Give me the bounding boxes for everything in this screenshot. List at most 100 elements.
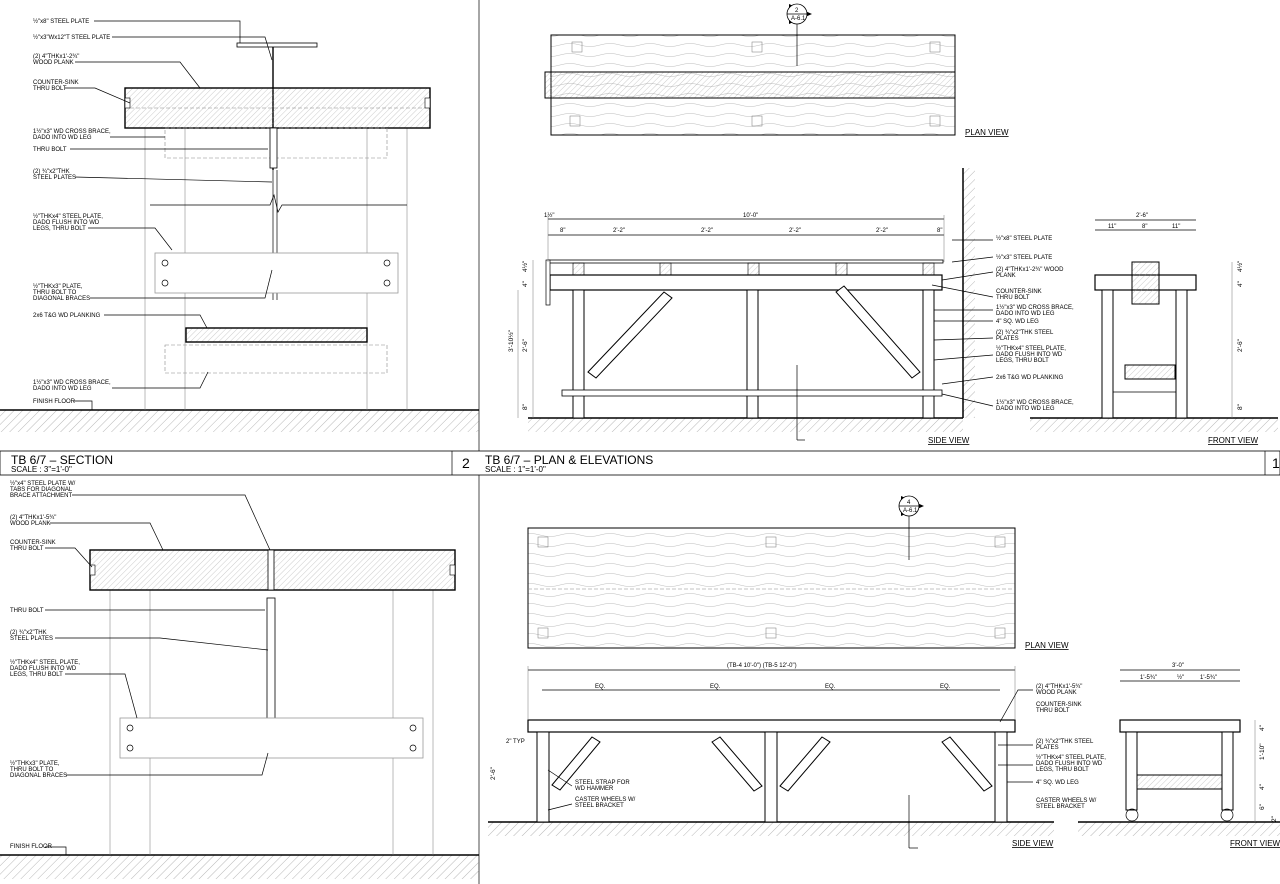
lower-front-view — [1078, 669, 1280, 836]
svg-text:1½"x3" WD CROSS BRACE,: 1½"x3" WD CROSS BRACE, — [33, 379, 111, 386]
svg-text:A-6.1: A-6.1 — [791, 16, 806, 22]
lower-right-notes: (2) 4"THKx1'-5¾" WOOD PLANK COUNTER-SINK… — [998, 684, 1106, 810]
lower-overall-dim: (TB-4 10'-0") (TB-5 12'-0") — [727, 663, 797, 669]
svg-text:(2) ¾"x2"THK: (2) ¾"x2"THK — [33, 169, 70, 175]
plan-elevations-scale: SCALE : 1"=1'-0" — [485, 465, 546, 474]
upper-overall-dim: 10'-0" — [743, 213, 758, 219]
section-sheet-number: 2 — [462, 455, 470, 471]
svg-text:½"x8" STEEL PLATE: ½"x8" STEEL PLATE — [996, 235, 1052, 242]
lower-side-label: SIDE VIEW — [1012, 839, 1054, 848]
svg-text:DADO FLUSH INTO WD: DADO FLUSH INTO WD — [996, 352, 1063, 358]
section-bottom-notes: ½"x4" STEEL PLATE W/ TABS FOR DIAGONAL B… — [10, 480, 271, 855]
svg-text:THRU BOLT: THRU BOLT — [10, 546, 44, 552]
svg-text:½"THKx3" PLATE,: ½"THKx3" PLATE, — [33, 283, 83, 290]
svg-text:4": 4" — [1237, 280, 1244, 287]
svg-text:DADO FLUSH INTO WD: DADO FLUSH INTO WD — [1036, 761, 1103, 767]
svg-text:(2) 4"THKx1'-2¾" WOOD: (2) 4"THKx1'-2¾" WOOD — [996, 267, 1064, 273]
svg-text:THRU BOLT TO: THRU BOLT TO — [10, 767, 54, 773]
svg-text:STEEL BRACKET: STEEL BRACKET — [1036, 804, 1085, 810]
svg-text:1½"x3" WD CROSS BRACE,: 1½"x3" WD CROSS BRACE, — [33, 128, 111, 135]
lower-side-view — [488, 666, 1054, 849]
upper-dim-half: 1½" — [544, 212, 554, 219]
svg-text:2'-6": 2'-6" — [1136, 213, 1148, 219]
svg-text:2'-2": 2'-2" — [701, 228, 713, 234]
plan-elevations-title: TB 6/7 – PLAN & ELEVATIONS — [485, 453, 653, 467]
upper-front-view — [1030, 219, 1278, 432]
svg-text:STEEL PLATES: STEEL PLATES — [33, 175, 76, 181]
svg-text:STEEL PLATES: STEEL PLATES — [10, 636, 53, 642]
svg-text:½"THKx4" STEEL PLATE,: ½"THKx4" STEEL PLATE, — [10, 659, 80, 666]
svg-text:EQ.: EQ. — [940, 684, 951, 690]
lower-plan-label: PLAN VIEW — [1025, 641, 1069, 650]
svg-text:1'-10": 1'-10" — [1259, 743, 1266, 760]
svg-text:THRU BOLT: THRU BOLT — [1036, 708, 1070, 714]
svg-text:DADO INTO WD LEG: DADO INTO WD LEG — [996, 406, 1055, 412]
svg-text:2'-2": 2'-2" — [876, 228, 888, 234]
svg-text:8": 8" — [522, 403, 529, 410]
lower-front-label: FRONT VIEW — [1230, 839, 1280, 848]
svg-text:PLATES: PLATES — [996, 336, 1019, 342]
upper-front-label: FRONT VIEW — [1208, 436, 1259, 445]
upper-side-label: SIDE VIEW — [928, 436, 970, 445]
svg-text:6": 6" — [1259, 803, 1266, 810]
svg-text:½"THKx3" PLATE,: ½"THKx3" PLATE, — [10, 760, 60, 767]
section-title: TB 6/7 – SECTION — [11, 453, 113, 467]
lower-left-notes: STEEL STRAP FOR WD HAMMER CASTER WHEELS … — [547, 769, 636, 811]
svg-text:½"x3"Wx12"T STEEL PLATE: ½"x3"Wx12"T STEEL PLATE — [33, 34, 110, 41]
section-bottom-drawing — [0, 549, 479, 879]
section-top-drawing — [0, 42, 479, 432]
svg-text:1½"x3" WD CROSS BRACE,: 1½"x3" WD CROSS BRACE, — [996, 304, 1074, 311]
svg-text:CASTER WHEELS W/: CASTER WHEELS W/ — [1036, 798, 1097, 804]
svg-text:2'-6": 2'-6" — [522, 338, 529, 352]
svg-text:4": 4" — [1259, 724, 1266, 731]
section-scale: SCALE : 3"=1'-0" — [11, 465, 72, 474]
svg-text:COUNTER-SINK: COUNTER-SINK — [33, 80, 79, 86]
svg-text:WOOD PLANK: WOOD PLANK — [10, 521, 51, 527]
svg-text:4½": 4½" — [1236, 260, 1244, 272]
svg-text:11": 11" — [1108, 224, 1116, 230]
svg-text:½"THKx4" STEEL PLATE,: ½"THKx4" STEEL PLATE, — [33, 213, 103, 220]
svg-text:½"THKx4" STEEL PLATE,: ½"THKx4" STEEL PLATE, — [996, 345, 1066, 352]
svg-text:DADO INTO WD LEG: DADO INTO WD LEG — [33, 386, 92, 392]
svg-text:LEGS, THRU BOLT: LEGS, THRU BOLT — [10, 672, 63, 678]
svg-text:TABS FOR DIAGONAL: TABS FOR DIAGONAL — [10, 487, 73, 493]
svg-text:4": 4" — [522, 280, 529, 287]
upper-plan-label: PLAN VIEW — [965, 128, 1009, 137]
svg-text:1'-5¾": 1'-5¾" — [1200, 675, 1217, 681]
svg-text:2x6 T&G WD PLANKING: 2x6 T&G WD PLANKING — [996, 375, 1064, 381]
svg-text:WOOD PLANK: WOOD PLANK — [1036, 690, 1077, 696]
svg-text:THRU BOLT: THRU BOLT — [33, 147, 67, 153]
svg-text:2'-2": 2'-2" — [613, 228, 625, 234]
svg-text:EQ.: EQ. — [825, 684, 836, 690]
svg-text:4" SQ. WD LEG: 4" SQ. WD LEG — [1036, 780, 1079, 786]
svg-text:EQ.: EQ. — [710, 684, 721, 690]
svg-text:LEGS, THRU BOLT: LEGS, THRU BOLT — [1036, 767, 1089, 773]
lower-plan-view — [527, 514, 1016, 649]
upper-side-view — [528, 168, 975, 441]
upper-plan-view — [544, 22, 956, 136]
svg-text:4" SQ. WD LEG: 4" SQ. WD LEG — [996, 319, 1039, 325]
lower-typ-dim: 2" TYP — [506, 739, 525, 745]
svg-text:2: 2 — [795, 8, 799, 14]
upper-notes: ½"x8" STEEL PLATE ½"x3" STEEL PLATE (2) … — [931, 235, 1074, 412]
svg-text:COUNTER-SINK: COUNTER-SINK — [996, 289, 1042, 295]
svg-text:½"x3" STEEL PLATE: ½"x3" STEEL PLATE — [996, 254, 1052, 261]
upper-front-right-dims: 4½" 4" 2'-6" 8" — [1231, 260, 1244, 418]
svg-text:½"THKx4" STEEL PLATE,: ½"THKx4" STEEL PLATE, — [1036, 754, 1106, 761]
svg-text:(2) ¾"x2"THK STEEL: (2) ¾"x2"THK STEEL — [996, 330, 1054, 336]
svg-text:WOOD PLANK: WOOD PLANK — [33, 60, 74, 66]
svg-text:(2) ¾"x2"THK: (2) ¾"x2"THK — [10, 630, 47, 636]
svg-text:STEEL BRACKET: STEEL BRACKET — [575, 803, 624, 809]
lower-front-right-dims: 4" 1'-10" 4" 6" 2" — [1254, 720, 1278, 822]
svg-text:CASTER WHEELS W/: CASTER WHEELS W/ — [575, 797, 636, 803]
svg-text:THRU BOLT: THRU BOLT — [33, 86, 67, 92]
plan-sheet-number: 1 — [1272, 455, 1280, 471]
svg-text:1½"x3" WD CROSS BRACE,: 1½"x3" WD CROSS BRACE, — [996, 399, 1074, 406]
svg-text:2x6 T&G WD PLANKING: 2x6 T&G WD PLANKING — [33, 313, 101, 319]
svg-text:THRU BOLT TO: THRU BOLT TO — [33, 290, 77, 296]
svg-text:DIAGONAL BRACES: DIAGONAL BRACES — [10, 773, 67, 779]
svg-text:8": 8" — [1237, 403, 1244, 410]
svg-text:2'-2": 2'-2" — [789, 228, 801, 234]
title-strip — [0, 450, 1280, 476]
